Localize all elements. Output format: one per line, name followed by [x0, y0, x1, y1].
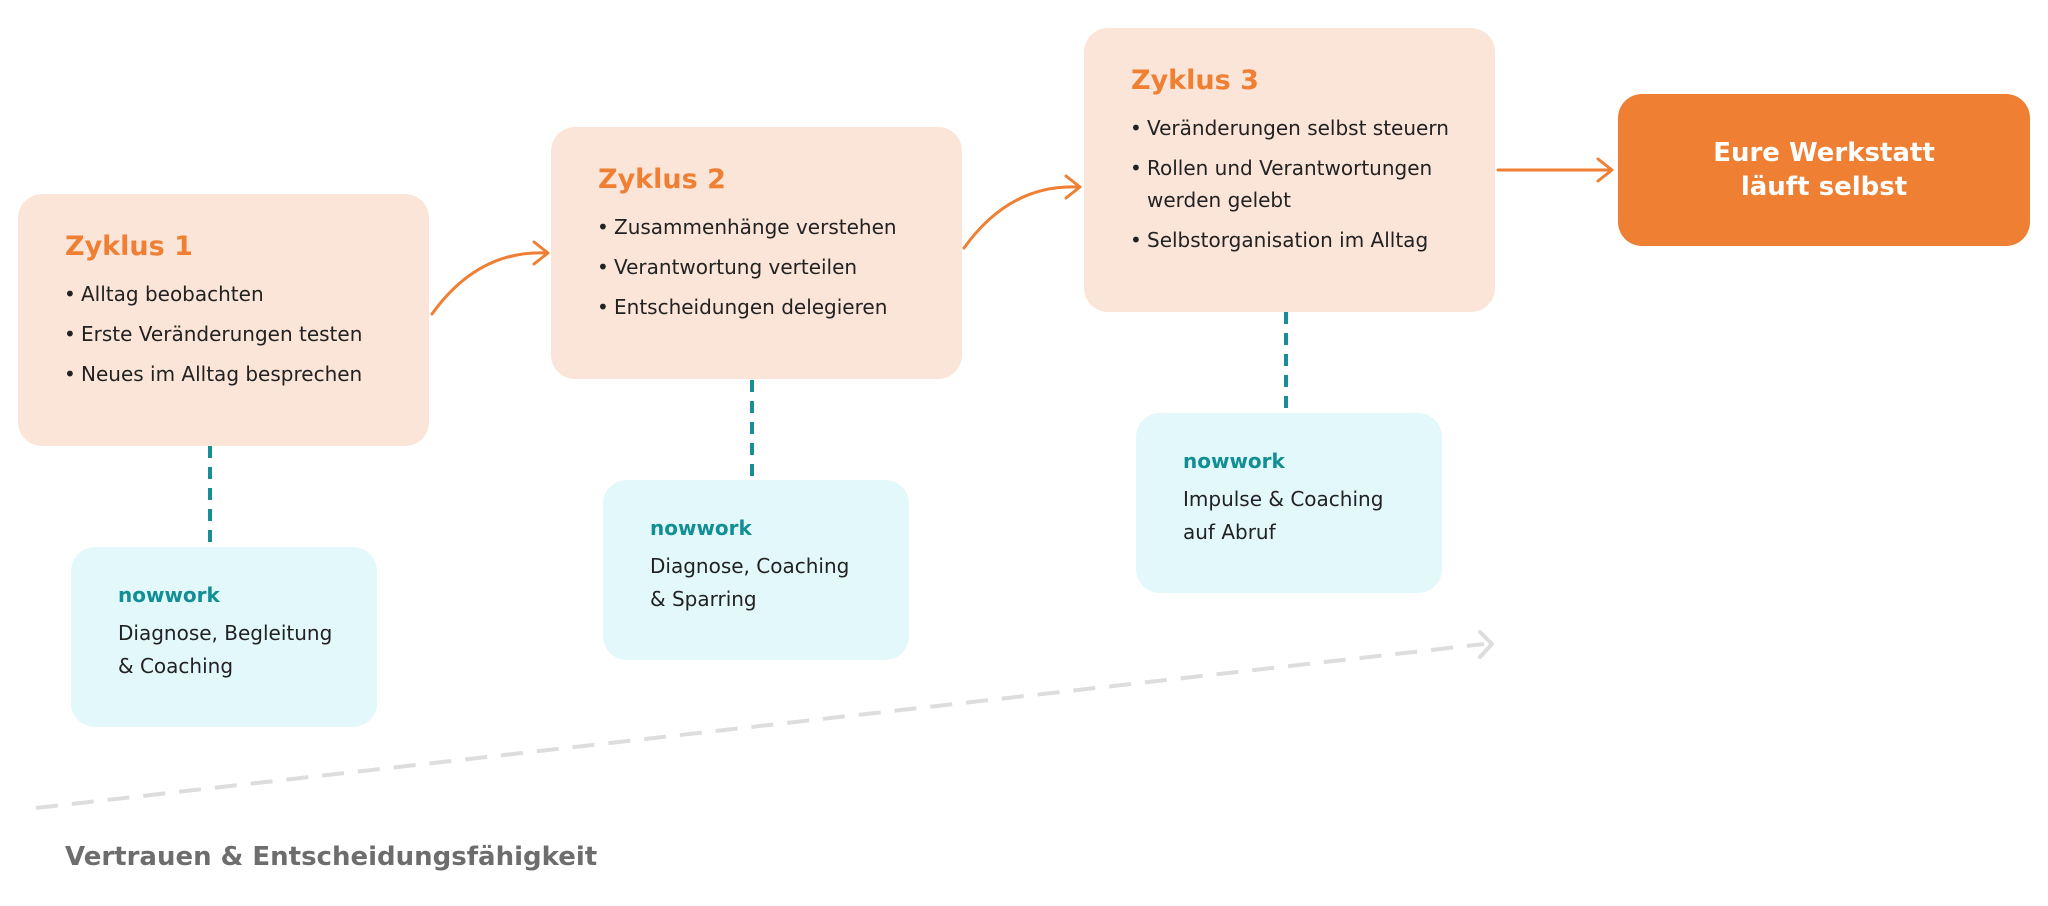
- goal-arrow-head: [1596, 157, 1614, 183]
- goal-card: Eure Werkstatt läuft selbst: [1618, 94, 2030, 246]
- cycle-list: Veränderungen selbst steuern Rollen und …: [1130, 112, 1475, 256]
- list-item: Neues im Alltag besprechen: [64, 358, 409, 390]
- list-item: Veränderungen selbst steuern: [1130, 112, 1475, 144]
- cycle-arrow-1-head: [532, 240, 550, 266]
- list-item: Alltag beobachten: [64, 278, 409, 310]
- cycle-card-1: Zyklus 1 Alltag beobachten Erste Verände…: [18, 194, 429, 446]
- support-text: Impulse & Coaching auf Abruf: [1183, 487, 1384, 544]
- cycle-arrow-2-head: [1064, 174, 1082, 200]
- support-brand: nowwork: [650, 516, 752, 540]
- cycle-title: Zyklus 1: [65, 231, 193, 262]
- trend-arrow-head: [1478, 630, 1494, 659]
- cycle-list: Alltag beobachten Erste Veränderungen te…: [64, 278, 409, 390]
- cycle-arrow-1: [430, 251, 548, 316]
- support-card-1: nowwork Diagnose, Begleitung & Coaching: [71, 547, 377, 727]
- cycle-list: Zusammenhänge verstehen Verantwortung ve…: [597, 211, 942, 323]
- support-brand: nowwork: [1183, 449, 1285, 473]
- cycle-title: Zyklus 2: [598, 164, 726, 195]
- list-item: Selbstorganisation im Alltag: [1130, 224, 1475, 256]
- support-card-3: nowwork Impulse & Coaching auf Abruf: [1136, 413, 1442, 593]
- support-text: Diagnose, Begleitung & Coaching: [118, 621, 333, 678]
- cycle-arrow-2: [962, 185, 1080, 250]
- support-card-2: nowwork Diagnose, Coaching & Sparring: [603, 480, 909, 660]
- list-item: Verantwortung verteilen: [597, 251, 942, 283]
- cycle-card-3: Zyklus 3 Veränderungen selbst steuern Ro…: [1084, 28, 1495, 312]
- support-text: Diagnose, Coaching & Sparring: [650, 554, 850, 611]
- cycle-title: Zyklus 3: [1131, 65, 1259, 96]
- list-item: Entscheidungen delegieren: [597, 291, 942, 323]
- support-brand: nowwork: [118, 583, 220, 607]
- list-item: Erste Veränderungen testen: [64, 318, 409, 350]
- cycle-card-2: Zyklus 2 Zusammenhänge verstehen Verantw…: [551, 127, 962, 379]
- list-item: Rollen und Verantwortungen werden gelebt: [1130, 152, 1475, 216]
- list-item: Zusammenhänge verstehen: [597, 211, 942, 243]
- trend-label: Vertrauen & Entscheidungsfähigkeit: [65, 842, 598, 872]
